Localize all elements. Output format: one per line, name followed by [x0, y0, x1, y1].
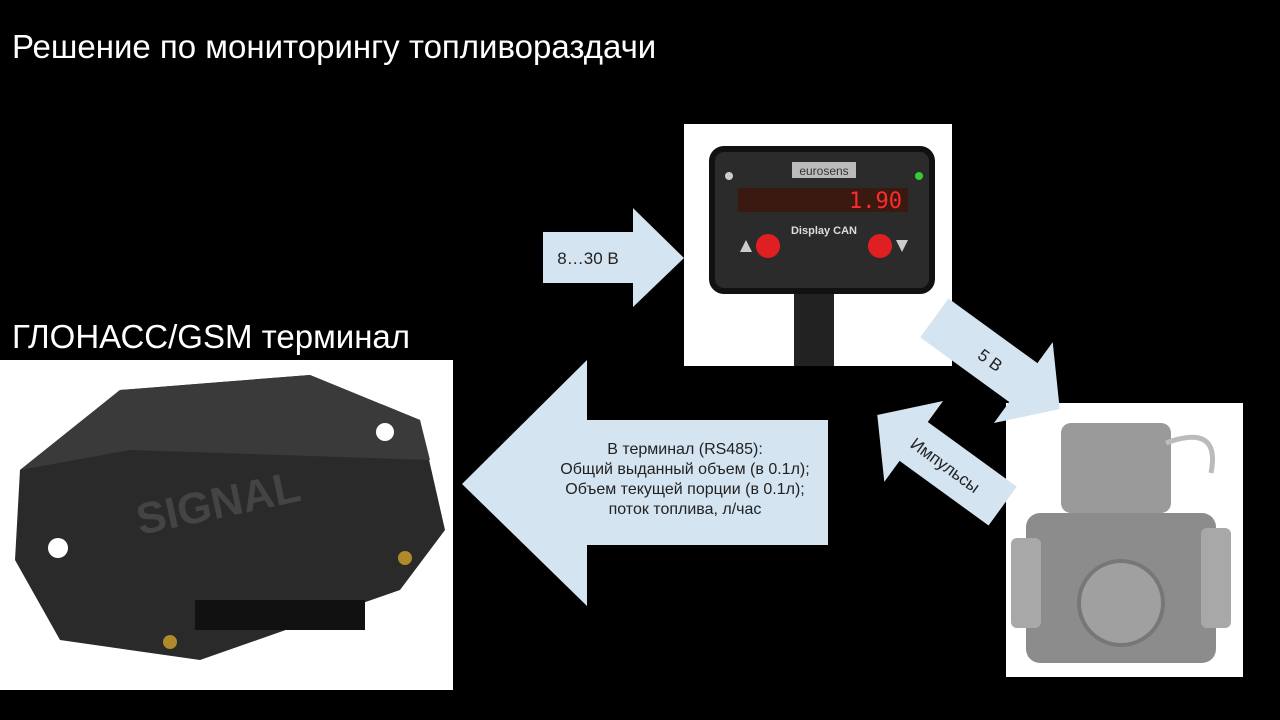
display-down-button [868, 234, 892, 258]
display-reading: 1.90 [849, 189, 902, 214]
terminal-device-illustration: SIGNAL [15, 375, 445, 660]
to-terminal-line: Объем текущей порции (в 0.1л); [565, 481, 805, 498]
pulses-label: Импульсы [906, 434, 984, 497]
flowmeter-photo [1006, 403, 1243, 677]
power-in-label: 8…30 В [557, 249, 619, 268]
to-terminal-label: В терминал (RS485): Общий выданный объем… [520, 440, 850, 520]
terminal-photo: SIGNAL [0, 360, 453, 690]
display-up-button [756, 234, 780, 258]
to-terminal-line: поток топлива, л/час [608, 501, 762, 518]
display-model: Display CAN [791, 225, 857, 237]
terminal-heading: ГЛОНАСС/GSM терминал [12, 318, 411, 355]
power-out-label: 5 В [974, 345, 1006, 376]
slide-title: Решение по мониторингу топливораздачи [12, 28, 657, 65]
flowmeter-illustration [1011, 423, 1231, 663]
display-device-illustration: eurosens 1.90 Display CAN [709, 146, 935, 366]
display-brand: eurosens [799, 164, 848, 178]
display-photo: eurosens 1.90 Display CAN [684, 124, 952, 366]
to-terminal-line: В терминал (RS485): [607, 441, 763, 458]
to-terminal-line: Общий выданный объем (в 0.1л); [560, 461, 810, 478]
